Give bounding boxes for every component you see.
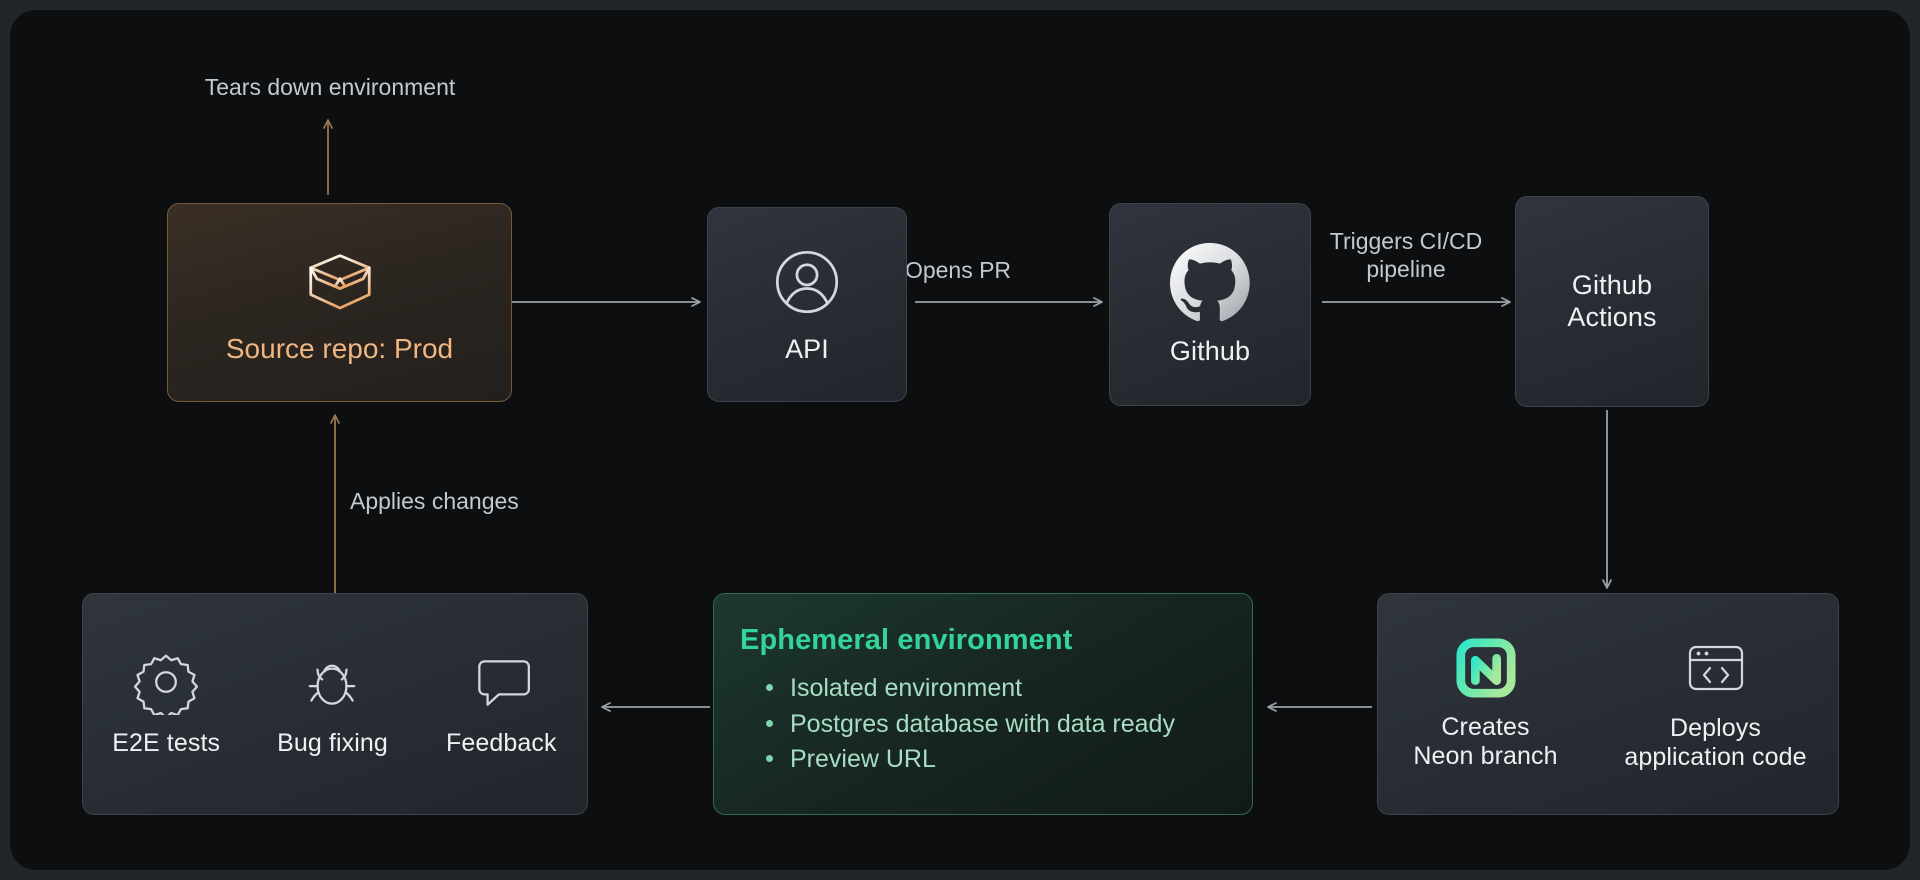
node-source-repo[interactable]: Source repo: Prod: [167, 203, 512, 402]
dev-loop-item-e2e-tests[interactable]: E2E tests: [86, 649, 246, 759]
dev-loop-label-feedback: Feedback: [446, 729, 557, 758]
node-github-actions[interactable]: Github Actions: [1515, 196, 1709, 407]
node-label-github: Github: [1169, 335, 1251, 366]
edge-label-applies-changes: Applies changes: [350, 488, 519, 514]
node-label-github-actions-line2: Actions: [1567, 301, 1657, 332]
dev-loop-label-e2e-tests: E2E tests: [112, 729, 221, 758]
dev-loop-item-feedback[interactable]: Feedback: [419, 649, 584, 759]
output-item-creates-neon-branch[interactable]: Creates Neon branch: [1386, 637, 1586, 772]
ephemeral-bullet-item: Isolated environment: [766, 671, 1175, 707]
node-api[interactable]: API: [707, 207, 907, 402]
github-octocat-icon: [1170, 242, 1250, 322]
user-avatar-icon: [769, 244, 845, 320]
neon-logo-icon: [1455, 637, 1517, 699]
dev-loop-item-bug-fixing[interactable]: Bug fixing: [252, 649, 412, 759]
output-label-application-code: application code: [1624, 743, 1807, 771]
node-label-source-repo: Source repo: Prod: [225, 332, 454, 364]
bug-icon: [299, 649, 365, 715]
node-github[interactable]: Github: [1109, 203, 1311, 406]
edge-label-opens-pr: Opens PR: [904, 257, 1012, 283]
browser-code-icon: [1684, 636, 1748, 700]
output-label-deploys: Deploys: [1669, 713, 1762, 742]
node-ephemeral-environment[interactable]: Ephemeral environment Isolated environme…: [713, 593, 1253, 815]
open-box-icon: [301, 241, 379, 319]
diagram-canvas: Tears down environment Opens PR Triggers…: [10, 10, 1910, 870]
node-label-github-actions-line1: Github: [1571, 269, 1653, 300]
node-label-api: API: [785, 333, 829, 364]
gear-icon: [133, 649, 199, 716]
output-label-creates: Creates: [1441, 712, 1530, 741]
node-dev-loop[interactable]: E2E tests Bug fixing: [82, 593, 588, 815]
output-label-neon-branch: Neon branch: [1413, 742, 1558, 770]
ephemeral-bullet-item: Preview URL: [766, 742, 1175, 778]
ephemeral-title: Ephemeral environment: [740, 624, 1073, 656]
ephemeral-bullet-list: Isolated environment Postgres database w…: [740, 671, 1175, 778]
node-actions-outputs[interactable]: Creates Neon branch Deploys application …: [1377, 593, 1839, 815]
dev-loop-label-bug-fixing: Bug fixing: [277, 729, 388, 758]
output-item-deploys-application-code[interactable]: Deploys application code: [1601, 636, 1831, 773]
speech-bubble-icon: [468, 649, 534, 715]
edge-label-triggers-cicd: Triggers CI/CD pipeline: [1329, 228, 1483, 282]
ephemeral-bullet-item: Postgres database with data ready: [766, 707, 1175, 743]
edge-label-tears-down: Tears down environment: [204, 74, 456, 100]
